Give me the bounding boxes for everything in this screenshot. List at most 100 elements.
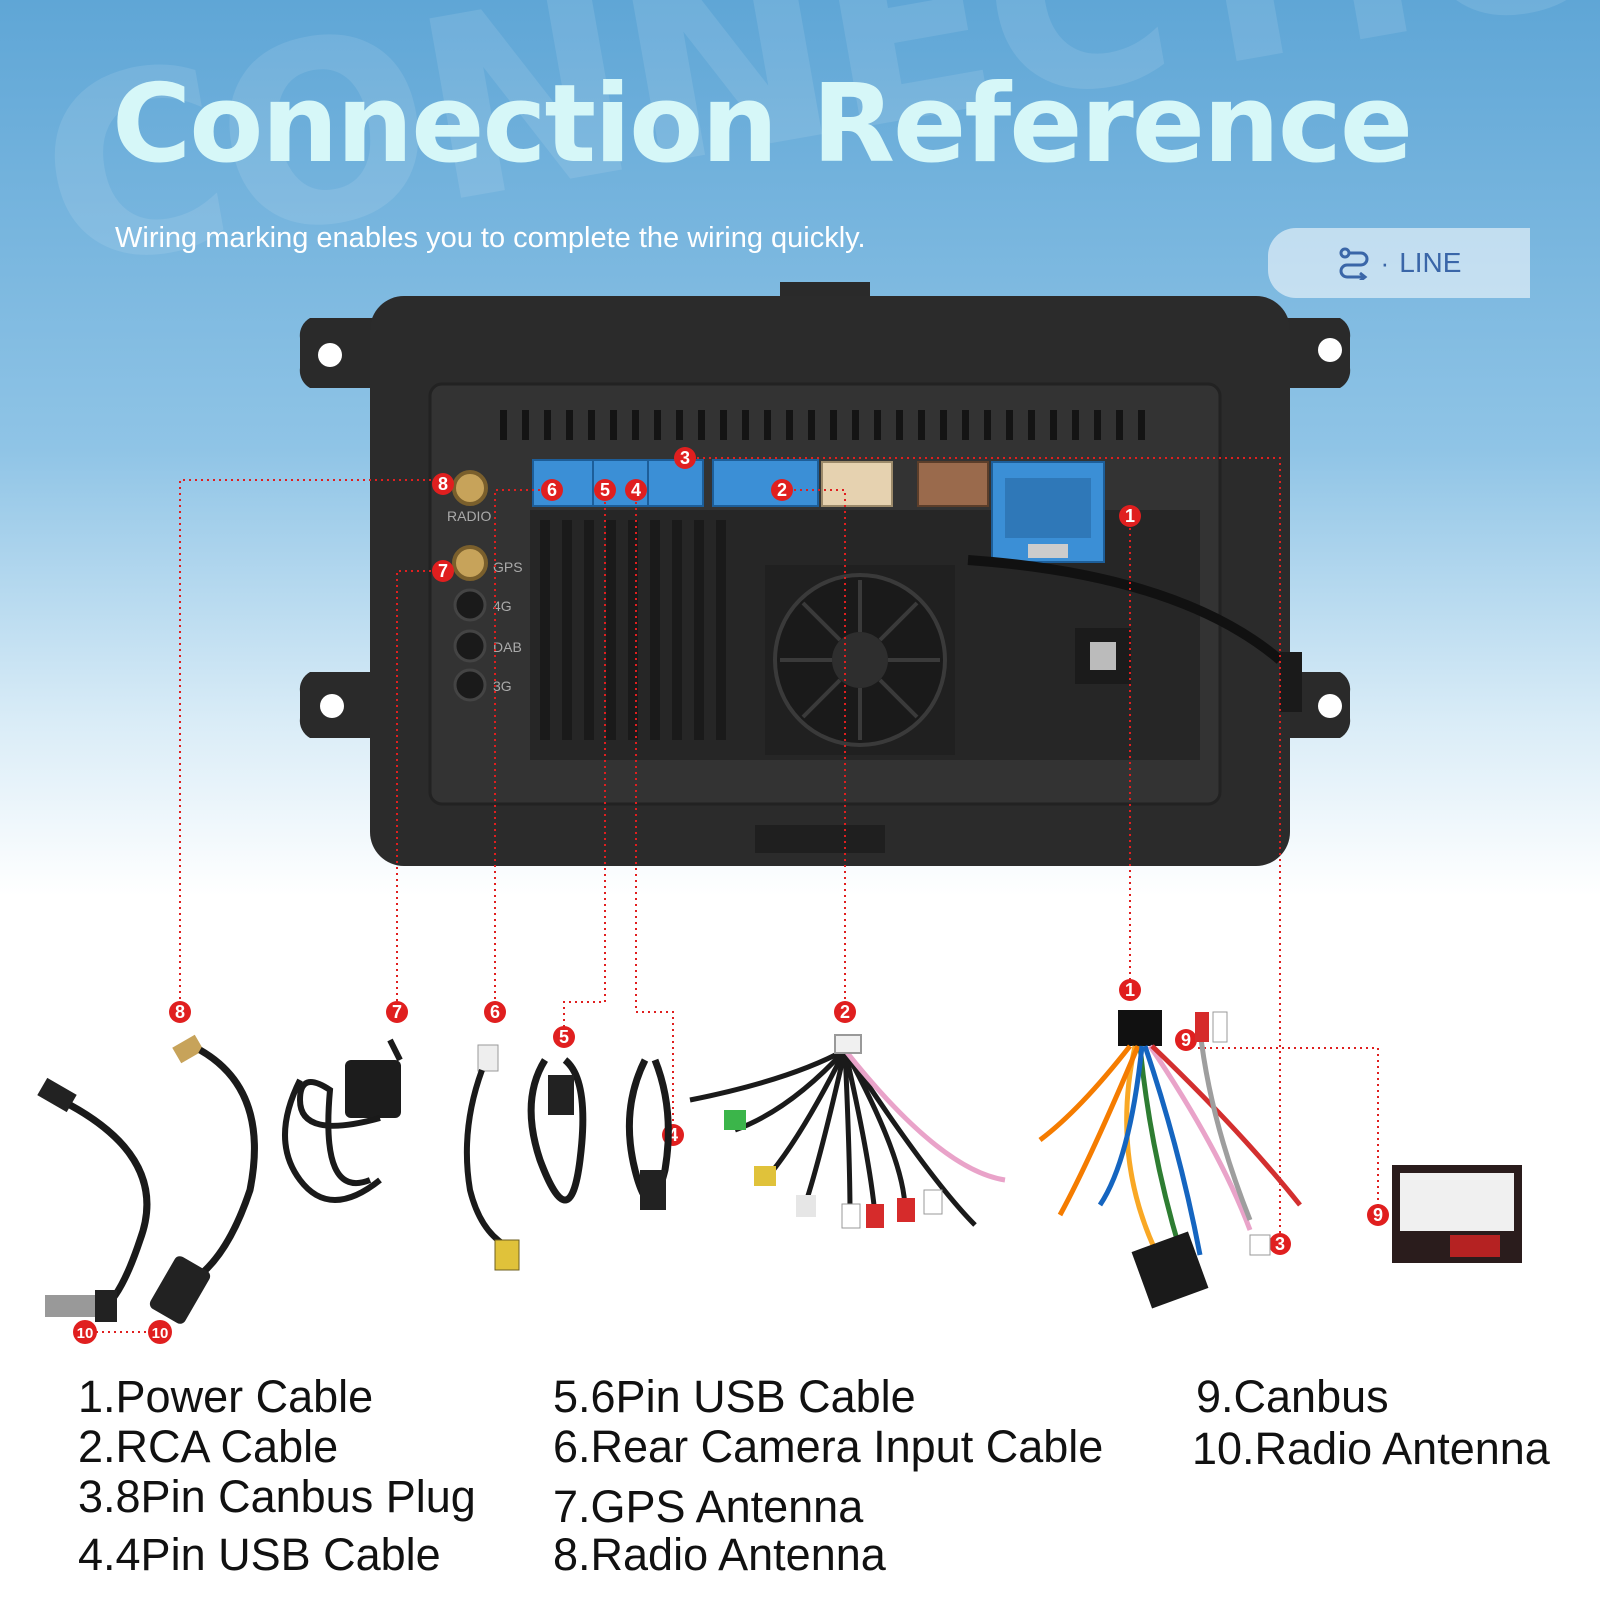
- marker-3-bottom: [1269, 1233, 1291, 1255]
- 4g-port-label: 4G: [493, 598, 512, 614]
- marker-9-box-label: 9: [1373, 1205, 1383, 1225]
- accessory-canbus-box: [1392, 1165, 1522, 1263]
- marker-2-top: [771, 479, 793, 501]
- marker-7-bottom-label: 7: [392, 1002, 402, 1022]
- marker-8-top-label: 8: [438, 474, 448, 494]
- 4g-port: [453, 588, 487, 622]
- marker-1-bottom-label: 1: [1125, 980, 1135, 1000]
- leader-4: [635, 490, 674, 1123]
- marker-6-top-label: 6: [547, 480, 557, 500]
- marker-4-top-label: 4: [631, 480, 641, 500]
- connector-rca: [712, 459, 819, 507]
- gps-port-label: GPS: [493, 559, 523, 575]
- side-plug: [1280, 652, 1302, 712]
- dab-port: [453, 629, 487, 663]
- marker-10-left: [73, 1320, 97, 1344]
- marker-8-top: [432, 473, 454, 495]
- marker-4-top: [625, 479, 647, 501]
- marker-5-top-label: 5: [600, 480, 610, 500]
- radio-port: [452, 470, 488, 506]
- number-markers: 8 7 6 5 4 3 2 1 8 7 6 5 4 2 1 9 3 9 1: [73, 447, 1389, 1344]
- fan-blades: [780, 580, 940, 740]
- marker-3-top: [674, 447, 696, 469]
- marker-8-bottom: [169, 1001, 191, 1023]
- legend-item: 3.8Pin Canbus Plug: [78, 1471, 476, 1522]
- accessory-rca-cable: [689, 1034, 1006, 1229]
- legend-item: 5.6Pin USB Cable: [553, 1371, 916, 1422]
- head-unit: RADIO GPS 4G DAB 3G: [299, 282, 1351, 866]
- legend-item: 10.Radio Antenna: [1192, 1423, 1550, 1474]
- mount-ear-right-top: [1280, 318, 1351, 388]
- bottom-slot: [755, 825, 885, 853]
- power-cable-wire: [967, 555, 1284, 664]
- 3g-port-label: 3G: [493, 678, 512, 694]
- top-vents: [500, 410, 1145, 440]
- 3g-port: [453, 668, 487, 702]
- marker-1-bottom: [1119, 979, 1141, 1001]
- connector-4pin-usb: [647, 459, 704, 507]
- accessory-radio-antenna-cable: [149, 1034, 258, 1324]
- route-icon: [1339, 247, 1369, 280]
- legend-item: 4.4Pin USB Cable: [78, 1529, 441, 1580]
- accessory-radio-antenna-adapter: [37, 1077, 151, 1322]
- marker-9-harness-label: 9: [1181, 1030, 1191, 1050]
- marker-10-right: [148, 1320, 172, 1344]
- marker-7-top: [432, 560, 454, 582]
- gps-port: [452, 545, 488, 581]
- leader-lines: [96, 457, 1379, 1333]
- leader-3: [685, 457, 1281, 1233]
- connector-beige: [821, 461, 893, 507]
- marker-6-bottom-label: 6: [490, 1002, 500, 1022]
- marker-3-bottom-label: 3: [1275, 1234, 1285, 1254]
- marker-9-box: [1367, 1204, 1389, 1226]
- marker-2-bottom: [834, 1001, 856, 1023]
- mount-hole-right-bottom: [1318, 694, 1342, 718]
- marker-4-bottom-label: 4: [668, 1125, 678, 1145]
- connector-rear-camera: [532, 459, 594, 507]
- badge-dot: ·: [1380, 247, 1390, 278]
- marker-7-top-label: 7: [438, 561, 448, 581]
- connector-power-latch: [1028, 544, 1068, 558]
- marker-5-bottom: [553, 1026, 575, 1048]
- line-badge: · LINE: [1268, 228, 1530, 298]
- legend-item: 2.RCA Cable: [78, 1421, 339, 1472]
- marker-8-bottom-label: 8: [175, 1002, 185, 1022]
- marker-6-top: [541, 479, 563, 501]
- marker-3-top-label: 3: [680, 448, 690, 468]
- legend-item: 9.Canbus: [1196, 1371, 1389, 1422]
- mount-hole-left-top: [318, 343, 342, 367]
- marker-6-bottom: [484, 1001, 506, 1023]
- page-title: Connection Reference: [112, 62, 1413, 187]
- legend-item: 6.Rear Camera Input Cable: [553, 1421, 1104, 1472]
- dab-port-label: DAB: [493, 639, 522, 655]
- radio-port-label: RADIO: [447, 508, 491, 524]
- marker-9-harness: [1175, 1029, 1197, 1051]
- accessory-rear-camera-cable: [463, 1044, 520, 1271]
- marker-5-top: [594, 479, 616, 501]
- accessory-gps-antenna: [282, 1038, 403, 1203]
- accessory-4pin-usb-cable: [625, 1058, 672, 1210]
- marker-1-top-label: 1: [1125, 506, 1135, 526]
- page-subtitle: Wiring marking enables you to complete t…: [115, 222, 866, 254]
- marker-5-bottom-label: 5: [559, 1027, 569, 1047]
- square-port-inner: [1090, 642, 1116, 670]
- mount-hole-left-bottom: [320, 694, 344, 718]
- legend-item: 1.Power Cable: [78, 1371, 374, 1422]
- marker-2-top-label: 2: [777, 480, 787, 500]
- fan-hub: [832, 632, 888, 688]
- badge-label: LINE: [1399, 247, 1462, 278]
- leader-9: [1198, 1047, 1379, 1213]
- marker-7-bottom: [386, 1001, 408, 1023]
- accessory-power-harness: [1038, 1010, 1302, 1309]
- leader-6: [494, 489, 552, 1012]
- marker-2-bottom-label: 2: [840, 1002, 850, 1022]
- leader-5: [563, 490, 606, 1037]
- mount-hole-right-top: [1318, 338, 1342, 362]
- legend-item: 8.Radio Antenna: [553, 1529, 886, 1580]
- marker-10-right-label: 10: [152, 1325, 169, 1342]
- marker-10-left-label: 10: [77, 1325, 94, 1342]
- legend-item: 7.GPS Antenna: [553, 1481, 864, 1532]
- marker-1-top: [1119, 505, 1141, 527]
- heat-sink-fins: [540, 520, 726, 740]
